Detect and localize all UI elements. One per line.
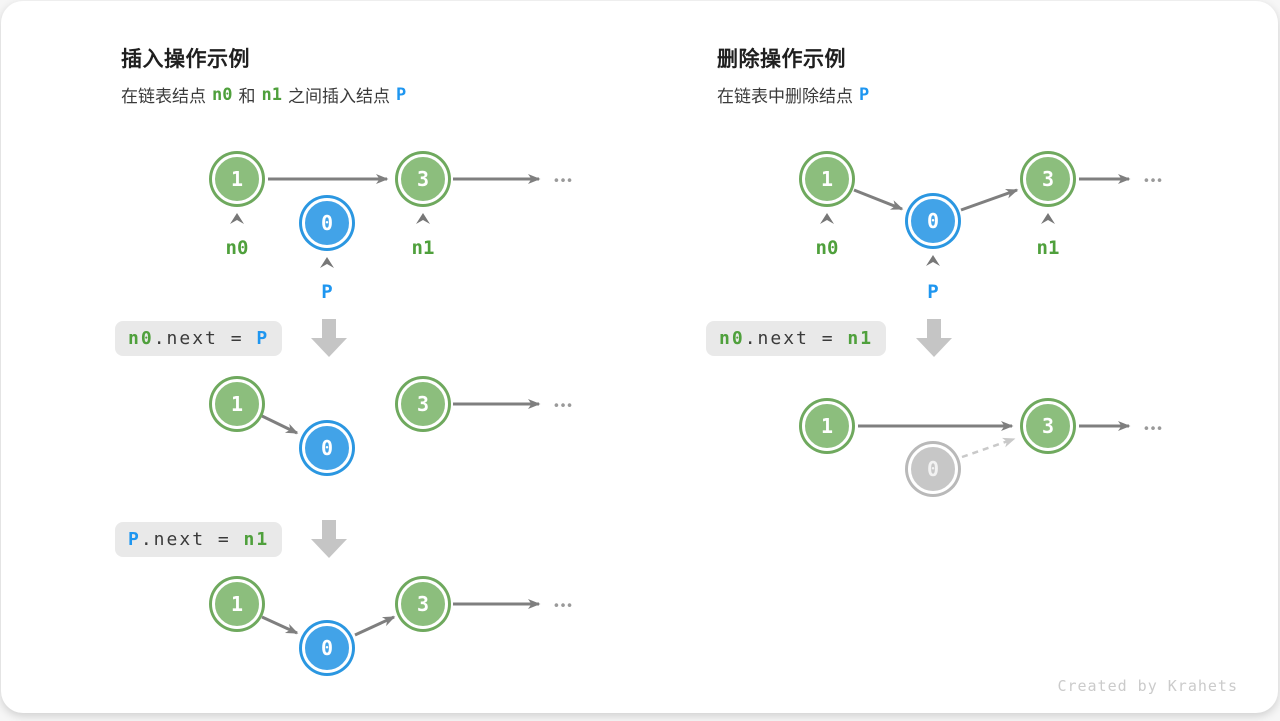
watermark: Created by Krahets — [1057, 677, 1238, 695]
node-3: 3 — [1023, 401, 1073, 451]
label-p: P — [321, 281, 333, 303]
node-value: 0 — [320, 211, 334, 235]
node-value: 3 — [1041, 414, 1055, 438]
code-n0-next-n1: n0.next = n1 — [706, 321, 887, 356]
code-rhs: P — [256, 328, 270, 349]
node-3: 3 — [398, 154, 448, 204]
detached-dashed-arrow — [961, 437, 1016, 459]
code-lhs: n0 — [128, 328, 154, 349]
ellipsis: ••• — [1144, 420, 1164, 436]
insert-subtitle: 在链表结点 n0 和 n1 之间插入结点 P — [121, 82, 412, 107]
label-p: P — [927, 281, 939, 303]
node-value: 3 — [416, 392, 430, 416]
subtitle-text: 在链表结点 — [121, 87, 206, 106]
node-p: 0 — [908, 196, 958, 246]
code-lhs: n0 — [719, 328, 745, 349]
subtitle-text: 之间插入结点 — [287, 87, 390, 106]
token-n0: n0 — [212, 84, 233, 105]
code-lhs: P — [128, 529, 141, 550]
token-n1: n1 — [261, 84, 282, 105]
node-value: 0 — [320, 636, 334, 660]
node-value: 0 — [926, 457, 940, 481]
ellipsis: ••• — [1144, 172, 1164, 188]
token-p: P — [395, 84, 407, 105]
ellipsis: ••• — [554, 397, 574, 413]
subtitle-text: 和 — [238, 87, 256, 106]
label-n1: n1 — [1036, 237, 1060, 259]
node-value: 3 — [416, 592, 430, 616]
node-value: 1 — [820, 414, 834, 438]
node-3: 3 — [398, 579, 448, 629]
code-rhs: n1 — [847, 328, 874, 349]
token-p: P — [859, 84, 870, 105]
node-p-removed: 0 — [908, 444, 958, 494]
node-1: 1 — [212, 579, 262, 629]
node-value: 1 — [230, 392, 244, 416]
code-mid: .next = — [153, 328, 257, 349]
insert-title: 插入操作示例 — [121, 48, 250, 71]
code-mid: .next = — [744, 328, 848, 349]
node-value: 0 — [320, 436, 334, 460]
node-p: 0 — [302, 423, 352, 473]
subtitle-text: 在链表中删除结点 — [717, 87, 853, 106]
node-value: 3 — [416, 167, 430, 191]
ellipsis: ••• — [554, 172, 574, 188]
delete-title: 删除操作示例 — [717, 48, 846, 71]
node-value: 1 — [230, 592, 244, 616]
node-1: 1 — [212, 154, 262, 204]
node-value: 3 — [1041, 167, 1055, 191]
node-1: 1 — [802, 401, 852, 451]
node-value: 1 — [230, 167, 244, 191]
node-value: 1 — [820, 167, 834, 191]
delete-subtitle: 在链表中删除结点 P — [717, 82, 875, 107]
label-n1: n1 — [411, 237, 435, 259]
label-n0: n0 — [225, 237, 249, 259]
ellipsis: ••• — [554, 597, 574, 613]
node-1: 1 — [802, 154, 852, 204]
node-p: 0 — [302, 198, 352, 248]
node-1: 1 — [212, 379, 262, 429]
node-p: 0 — [302, 623, 352, 673]
code-n0-next-p: n0.next = P — [115, 321, 283, 356]
node-3: 3 — [398, 379, 448, 429]
code-p-next-n1: P.next = n1 — [115, 522, 283, 557]
code-mid: .next = — [140, 529, 244, 550]
label-n0: n0 — [815, 237, 839, 259]
delete-step1-arrows — [853, 174, 1131, 212]
node-value: 0 — [926, 209, 940, 233]
code-rhs: n1 — [243, 529, 270, 550]
node-3: 3 — [1023, 154, 1073, 204]
